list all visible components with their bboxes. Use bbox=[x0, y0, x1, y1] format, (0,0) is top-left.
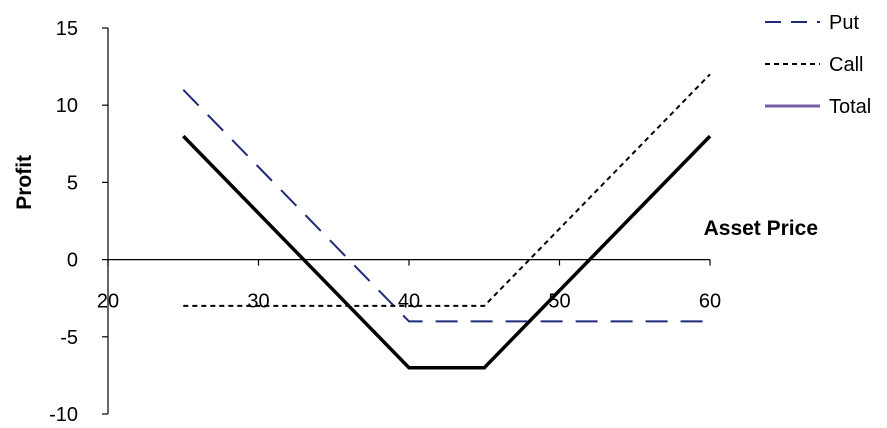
y-tick-label: 5 bbox=[67, 172, 78, 194]
x-tick-label: 20 bbox=[97, 291, 119, 313]
legend-label-put: Put bbox=[829, 12, 859, 34]
series-line-total bbox=[182, 134, 712, 370]
legend-label-call: Call bbox=[829, 54, 863, 76]
y-tick-label: -10 bbox=[49, 404, 78, 426]
series-line-call bbox=[183, 73, 711, 307]
series-lines bbox=[182, 73, 712, 370]
legend-label-total: Total bbox=[829, 96, 871, 118]
axis-labels: Profit Asset Price bbox=[13, 155, 818, 240]
x-tick-label: 50 bbox=[548, 291, 570, 313]
x-tick-label: 30 bbox=[247, 291, 269, 313]
x-axis-title: Asset Price bbox=[704, 217, 818, 240]
x-tick-label: 60 bbox=[699, 291, 721, 313]
y-tick-label: -5 bbox=[60, 327, 78, 349]
x-tick-label: 40 bbox=[398, 291, 420, 313]
y-tick-label: 0 bbox=[67, 250, 78, 272]
axes: -10 -5 0 5 10 15 20 30 40 50 60 bbox=[49, 18, 721, 426]
series-line-put bbox=[182, 89, 710, 323]
y-tick-label: 10 bbox=[56, 95, 78, 117]
y-tick-label: 15 bbox=[56, 18, 78, 40]
y-axis-title: Profit bbox=[13, 155, 36, 210]
